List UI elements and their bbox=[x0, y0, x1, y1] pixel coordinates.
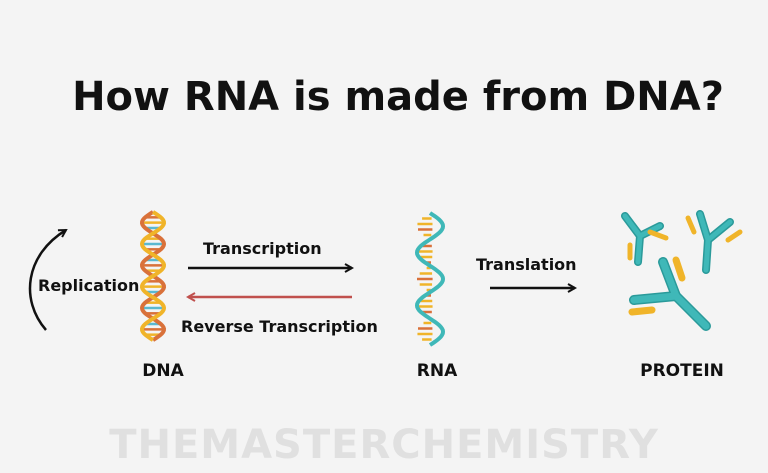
protein-label: PROTEIN bbox=[640, 361, 724, 381]
replication-arrow bbox=[28, 228, 66, 331]
rna-strand-icon bbox=[414, 211, 446, 347]
reverse-transcription-label: Reverse Transcription bbox=[181, 317, 378, 336]
dna-helix-icon bbox=[139, 210, 167, 342]
dna-label: DNA bbox=[142, 361, 184, 381]
watermark: THEMASTERCHEMISTRY bbox=[109, 422, 659, 468]
protein-icon bbox=[621, 210, 743, 331]
transcription-label: Transcription bbox=[203, 239, 322, 258]
helix-strand bbox=[414, 211, 446, 347]
rna-label: RNA bbox=[417, 361, 458, 381]
helix-strand bbox=[139, 210, 167, 342]
page-title: How RNA is made from DNA? bbox=[72, 74, 724, 120]
replication-label: Replication bbox=[38, 276, 139, 295]
translation-label: Translation bbox=[476, 255, 577, 274]
